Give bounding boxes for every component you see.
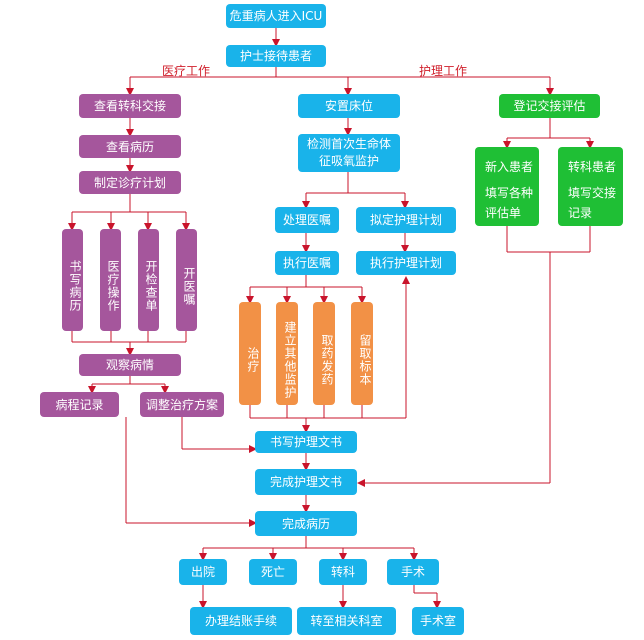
view-transfer-node: 查看转科交接 bbox=[79, 94, 181, 118]
check-list-node: 开检查单 bbox=[138, 229, 159, 331]
write-record-node: 书写病历 bbox=[62, 229, 83, 331]
execute-orders-node: 执行医嘱 bbox=[275, 251, 339, 275]
observe-node: 观察病情 bbox=[79, 354, 181, 376]
nursing-work-label: 护理工作 bbox=[419, 64, 468, 78]
view-record-node: 查看病历 bbox=[79, 135, 181, 158]
medical-work-label: 医疗工作 bbox=[162, 64, 211, 78]
adjust-plan-node: 调整治疗方案 bbox=[140, 392, 224, 417]
medical-operation-node: 医疗操作 bbox=[100, 229, 121, 331]
write-nursing-doc-node: 书写护理文书 bbox=[255, 431, 357, 453]
transfer-patient-title: 转科患者 bbox=[568, 160, 617, 174]
vitals-node: 检测首次生命体征吸氧监护 bbox=[298, 134, 400, 172]
other-monitoring-node: 建立其他监护 bbox=[276, 302, 298, 405]
make-plan-node: 制定诊疗计划 bbox=[79, 171, 181, 194]
treatment-node: 治疗 bbox=[239, 302, 261, 405]
new-patient-node: 新入患者 填写各种 评估单 bbox=[475, 147, 539, 226]
start-node: 危重病人进入ICU bbox=[226, 4, 326, 28]
new-patient-line2: 评估单 bbox=[485, 206, 522, 220]
medication-node: 取药发药 bbox=[313, 302, 335, 405]
discharge-node: 出院 bbox=[179, 559, 227, 585]
death-node: 死亡 bbox=[249, 559, 297, 585]
transfer-patient-line2: 记录 bbox=[568, 206, 593, 220]
complete-record-node: 完成病历 bbox=[255, 511, 357, 536]
transfer-patient-line1: 填写交接 bbox=[568, 186, 617, 200]
register-assess-node: 登记交接评估 bbox=[499, 94, 600, 118]
transfer-patient-node: 转科患者 填写交接 记录 bbox=[558, 147, 623, 226]
transfer-node: 转科 bbox=[319, 559, 367, 585]
prescribe-node: 开医嘱 bbox=[176, 229, 197, 331]
to-department-node: 转至相关科室 bbox=[297, 607, 396, 635]
billing-node: 办理结账手续 bbox=[190, 607, 292, 635]
place-bed-node: 安置床位 bbox=[298, 94, 400, 118]
new-patient-title: 新入患者 bbox=[485, 160, 534, 174]
execute-plan-node: 执行护理计划 bbox=[356, 251, 456, 275]
receive-patient-node: 护士接待患者 bbox=[226, 45, 326, 67]
handle-orders-node: 处理医嘱 bbox=[275, 207, 339, 233]
surgery-node: 手术 bbox=[387, 559, 439, 585]
operating-room-node: 手术室 bbox=[412, 607, 464, 635]
draft-plan-node: 拟定护理计划 bbox=[356, 207, 456, 233]
specimen-node: 留取标本 bbox=[351, 302, 373, 405]
course-record-node: 病程记录 bbox=[40, 392, 119, 417]
new-patient-line1: 填写各种 bbox=[485, 186, 534, 200]
complete-nursing-doc-node: 完成护理文书 bbox=[255, 469, 357, 495]
